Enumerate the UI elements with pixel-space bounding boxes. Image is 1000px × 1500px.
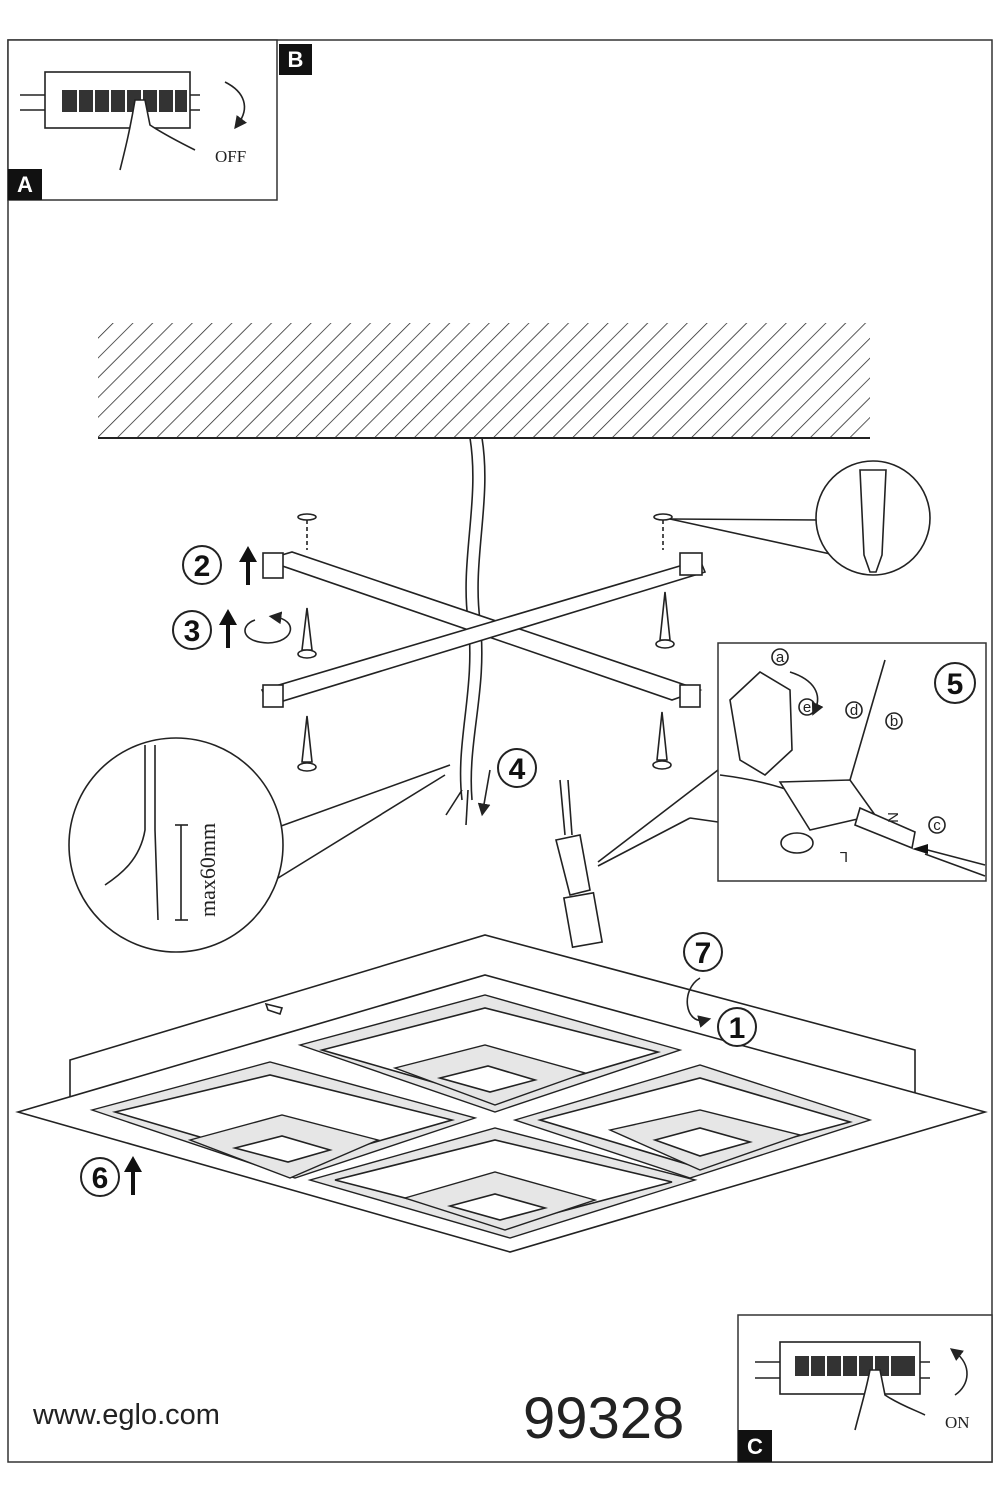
svg-text:1: 1 — [729, 1012, 746, 1045]
live-label: L — [840, 848, 848, 865]
model-number: 99328 — [523, 1386, 684, 1451]
wall-plug-icon — [859, 469, 887, 573]
ceiling-hatch — [98, 323, 870, 438]
max-strip-length-text: max60mm — [195, 823, 220, 917]
label-c-box — [738, 1430, 772, 1462]
step-3-badge: 3 — [172, 610, 212, 650]
ceiling-lamp — [15, 934, 988, 1253]
svg-text:3: 3 — [184, 615, 201, 648]
svg-text:4: 4 — [509, 753, 526, 786]
rotate-up-arrow-icon — [949, 1348, 968, 1396]
step-7-badge: 7 — [683, 932, 723, 972]
label-b: B — [288, 47, 304, 72]
off-text: OFF — [215, 147, 246, 166]
callout-c: c — [933, 817, 941, 834]
step-5-badge: 5 — [947, 668, 964, 701]
connector-detail-panel: 5 a b c d e N L — [717, 642, 987, 882]
svg-text:2: 2 — [194, 550, 211, 583]
label-b-box — [279, 44, 312, 75]
callout-a: a — [776, 649, 785, 666]
screw-icon — [297, 591, 675, 772]
callout-d: d — [850, 702, 858, 719]
on-text: ON — [945, 1413, 970, 1432]
step-2-badge: 2 — [182, 545, 222, 585]
label-a: A — [17, 172, 33, 197]
rotate-icon — [244, 611, 292, 644]
callout-e: e — [803, 699, 811, 716]
rotate-icon — [686, 977, 712, 1028]
callout-b: b — [890, 713, 898, 730]
label-a-box — [8, 169, 42, 200]
step-1-badge: 1 — [717, 1007, 757, 1047]
breaker-switch-icon — [20, 71, 200, 171]
rotate-down-arrow-icon — [224, 81, 247, 130]
breaker-switch-icon — [755, 1341, 930, 1431]
wire-strip-detail — [68, 737, 284, 953]
neutral-label: N — [884, 812, 901, 823]
up-arrow-icon — [239, 546, 257, 585]
page-frame — [7, 39, 993, 1463]
svg-text:7: 7 — [695, 937, 712, 970]
mounting-bracket — [260, 513, 707, 708]
panel-breaker-off: B A OFF — [7, 39, 312, 201]
up-arrow-icon — [219, 609, 237, 648]
step-4-badge: 4 — [497, 748, 537, 788]
svg-text:6: 6 — [92, 1162, 109, 1195]
label-c: C — [747, 1434, 763, 1459]
up-arrow-icon — [124, 1156, 142, 1195]
terminal-block — [555, 834, 591, 896]
website-link[interactable]: www.eglo.com — [32, 1399, 220, 1431]
screw-icon — [264, 1002, 284, 1016]
panel-breaker-on: C ON — [737, 1314, 993, 1463]
step-6-badge: 6 — [80, 1157, 120, 1197]
